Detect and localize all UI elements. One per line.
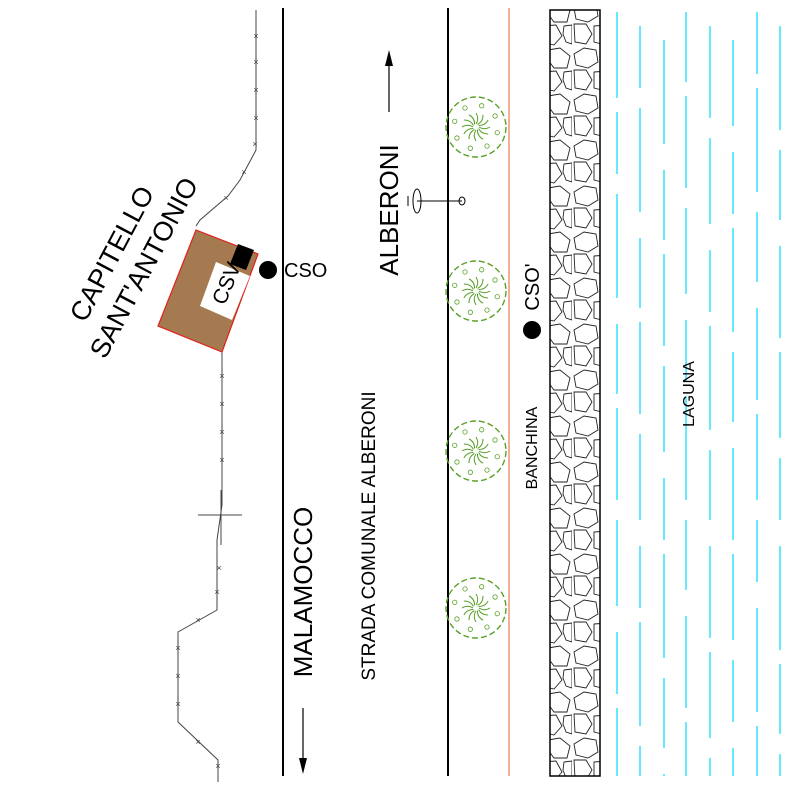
- label-cso: CSO: [284, 260, 327, 282]
- fence-tick: ×: [241, 167, 246, 177]
- label-malamocco: MALAMOCCO: [288, 507, 318, 677]
- direction-arrow-malamocco-icon: [299, 708, 307, 774]
- label-laguna: LAGUNA: [681, 361, 698, 427]
- fence-tick: ×: [215, 761, 220, 771]
- fence-tick: ×: [219, 371, 224, 381]
- label-road: STRADA COMUNALE ALBERONI: [359, 391, 380, 680]
- fence-tick: ×: [175, 699, 180, 709]
- fence-line: [177, 10, 257, 782]
- fence-tick: ×: [175, 643, 180, 653]
- capitello-building: [157, 229, 259, 353]
- fence-tick: ×: [219, 455, 224, 465]
- cso-prime-point-icon: [523, 321, 541, 339]
- fence-tick: ×: [195, 615, 200, 625]
- fence-tick: ×: [219, 427, 224, 437]
- fence-tick: ×: [253, 85, 258, 95]
- fence-tick: ×: [214, 587, 219, 597]
- fence-tick: ×: [252, 139, 257, 149]
- label-alberoni: ALBERONI: [374, 144, 404, 276]
- rock-revetment: [549, 9, 601, 777]
- tree-icon: [445, 420, 507, 482]
- tree-row: [445, 96, 507, 639]
- label-cso-prime: CSO': [522, 263, 544, 310]
- fence-ticks: × × × × × × × × × × × × × × × × × × ×: [175, 31, 258, 771]
- fence-tick: ×: [219, 399, 224, 409]
- water-lines: [616, 12, 781, 776]
- fence-tick: ×: [175, 671, 180, 681]
- fence-tick: ×: [253, 31, 258, 41]
- fence-tick: ×: [253, 57, 258, 67]
- fence-tick: ×: [223, 193, 228, 203]
- direction-arrow-alberoni-icon: [385, 50, 393, 112]
- tree-icon: [445, 96, 507, 158]
- cso-point-icon: [259, 261, 277, 279]
- label-banchina: BANCHINA: [524, 406, 541, 489]
- fence-tick: ×: [216, 563, 221, 573]
- bicycle-icon: [407, 188, 466, 214]
- fence-tick: ×: [253, 113, 258, 123]
- tree-icon: [445, 577, 507, 639]
- fence-tick: ×: [195, 737, 200, 747]
- tree-icon: [445, 260, 507, 322]
